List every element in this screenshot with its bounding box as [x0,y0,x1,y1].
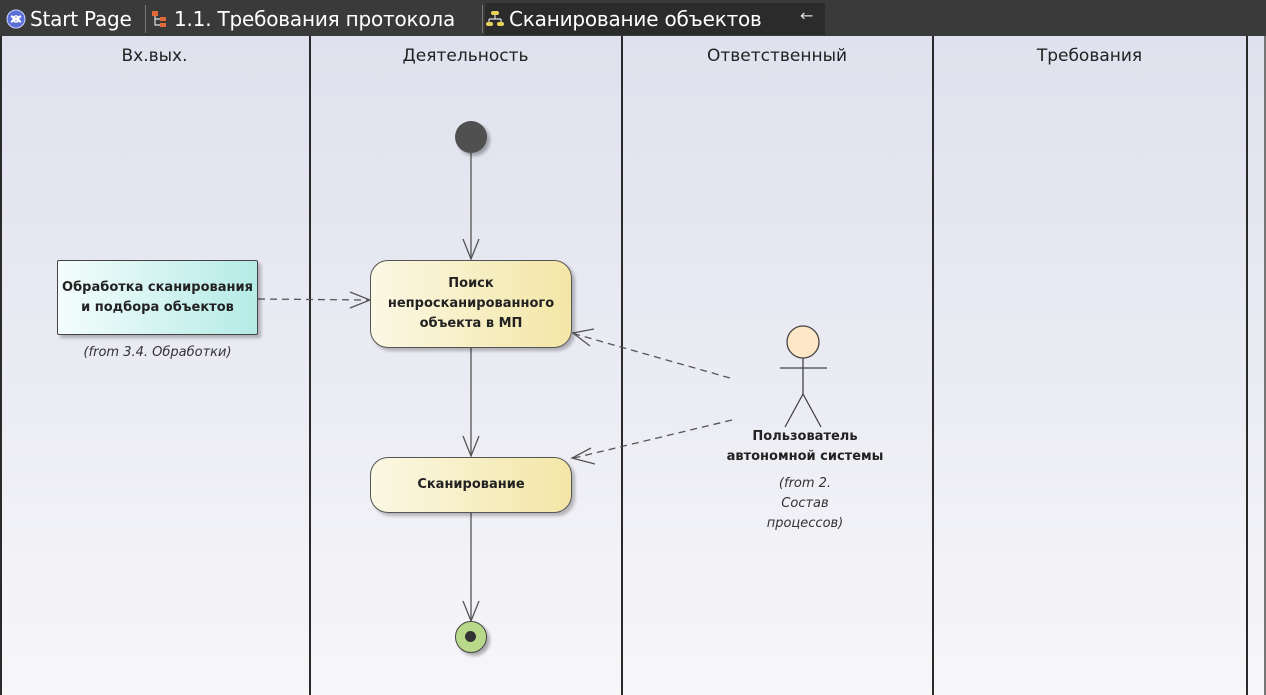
activity-diagram-icon [485,9,505,29]
lane-header-responsible: Ответственный [706,46,848,66]
tab-label: Start Page [30,7,132,31]
tab-divider [482,5,483,33]
dependency-line [257,298,369,301]
activity-label: Сканирование [417,477,525,492]
ref-activity-line1: Обработка сканирования [62,279,253,295]
tab-scanning-objects[interactable]: Сканирование объектов [485,3,825,35]
actor-label-line1: Пользователь [752,429,858,444]
tab-start-page[interactable]: Start Page [6,3,140,35]
activity-search-unscanned[interactable]: Поиск непросканированного объекта в МП [370,260,572,348]
dependency-line [574,333,731,379]
ref-activity-line2: и подбора объектов [81,299,234,315]
lane-header-activity: Деятельность [402,46,529,66]
diagram-canvas: Вх.вых. Деятельность Ответственный Требо… [0,36,1266,695]
lane-divider [932,36,934,695]
lane-divider [309,36,311,695]
actor-label[interactable]: Пользователь автономной системы [705,427,905,467]
start-page-icon [6,9,26,29]
dependency-line [573,419,733,459]
arrowhead [462,238,480,261]
canvas-border [1264,36,1266,695]
arrowhead [570,447,596,465]
activity-scanning[interactable]: Сканирование [370,457,572,513]
lane-divider [0,36,2,695]
actor-note-line3: процессов) [766,516,844,531]
arrowhead [462,435,480,458]
activity-line1: Поиск [448,276,494,291]
ref-activity-from-note: (from 3.4. Обработки) [83,345,232,360]
actor-from-note: (from 2. Состав процессов) [705,474,905,534]
final-node[interactable] [455,621,487,653]
lane-header-io: Вх.вых. [121,46,188,66]
arrow-left-icon[interactable]: ← [800,6,814,25]
activity-line2: непросканированного [387,296,555,311]
tab-label: Сканирование объектов [509,7,762,31]
actor-note-line1: (from 2. [778,476,832,491]
tab-label: 1.1. Требования протокола [174,7,456,31]
connectors [257,153,733,623]
ref-activity-processing[interactable]: Обработка сканирования и подбора объекто… [57,260,258,335]
lane-header-requirements: Требования [1036,46,1143,66]
tab-divider [145,5,146,33]
tab-requirements-protocol[interactable]: 1.1. Требования протокола [150,3,480,35]
actor-note-line2: Состав [781,496,829,511]
actor-label-line2: автономной системы [726,449,884,464]
actor-user-icon[interactable] [776,323,832,429]
final-node-dot [465,631,476,642]
activity-line3: объекта в МП [419,316,523,331]
lane-divider [1246,36,1248,695]
lane-divider [621,36,623,695]
requirements-diagram-icon [150,9,170,29]
initial-node[interactable] [455,121,487,153]
tab-bar: Start Page 1.1. Требования протокола Ска… [0,0,1266,37]
arrowhead [571,328,595,347]
